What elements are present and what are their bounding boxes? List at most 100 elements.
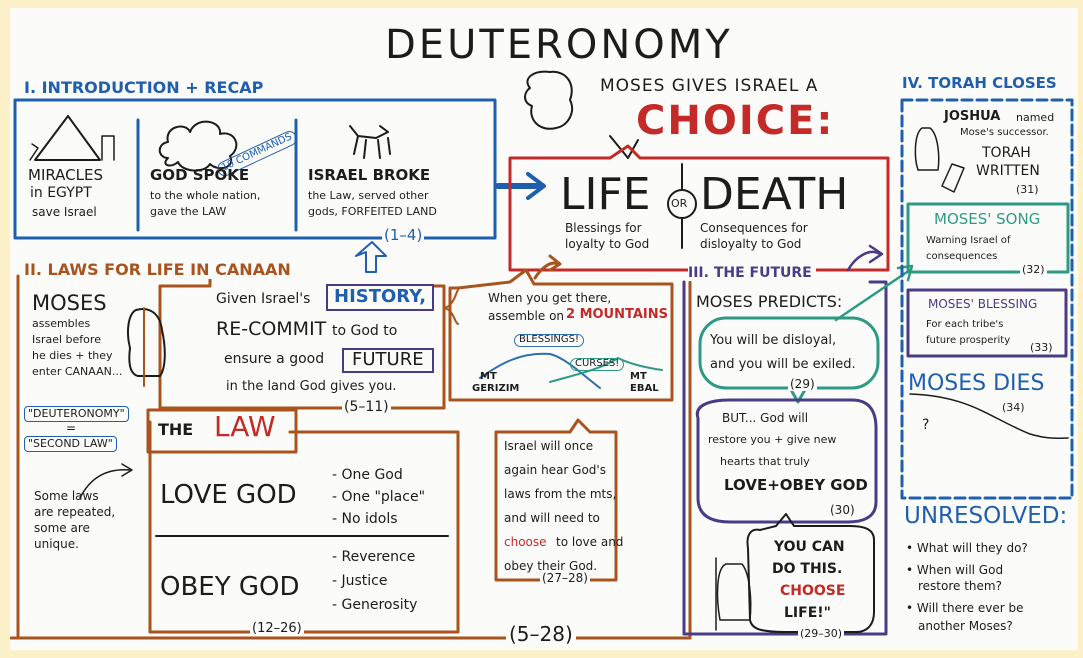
moses-label: MOSES	[32, 291, 107, 315]
the-label: THE	[158, 420, 194, 439]
choose-word: choose	[504, 535, 547, 549]
israel-will-3: laws from the mts,	[504, 487, 617, 501]
israel-will-2: again hear God's	[504, 463, 606, 477]
obey-label: obey their God.	[504, 559, 598, 573]
love-item-1: - One God	[332, 467, 403, 483]
some-laws-4: unique.	[34, 537, 79, 551]
ref-5-28: (5–28)	[506, 624, 576, 645]
to-love-label: to love and	[556, 535, 624, 549]
unresolved-q2a: • When will God	[906, 563, 1004, 577]
question-mark: ?	[922, 417, 930, 433]
history-label: HISTORY,	[326, 284, 435, 311]
restore-bubble	[695, 398, 878, 524]
ref-30: (30)	[830, 503, 855, 517]
unresolved-q3b: another Moses?	[918, 619, 1013, 633]
when-label: When you get there,	[488, 291, 612, 305]
israel-broke-title: ISRAEL BROKE	[308, 166, 431, 184]
love-obey-label: LOVE+OBEY GOD	[724, 476, 868, 494]
torah-closes-heading: IV. TORAH CLOSES	[902, 74, 1057, 92]
choice-box	[508, 144, 890, 272]
page-title: DEUTERONOMY	[385, 22, 733, 68]
life-sub-1: Blessings for	[565, 221, 642, 235]
ref-5-11: (5–11)	[342, 399, 391, 415]
written-label: WRITTEN	[976, 163, 1040, 179]
unresolved-heading: UNRESOLVED:	[904, 503, 1068, 529]
laws-box	[10, 274, 692, 640]
some-laws-2: are repeated,	[34, 505, 116, 519]
some-laws-1: Some laws	[34, 489, 99, 503]
equals-sign: =	[66, 421, 77, 435]
god-spoke-sub1: to the whole nation,	[150, 189, 261, 202]
love-item-3: - No idols	[332, 511, 398, 527]
unresolved-q3a: • Will there ever be	[906, 601, 1024, 615]
second-law-quote: "SECOND LAW"	[24, 436, 117, 452]
israel-broke-sub1: the Law, served other	[308, 189, 429, 202]
ebal-name: EBAL	[630, 383, 659, 394]
unresolved-q1: • What will they do?	[906, 541, 1028, 555]
in-land-label: in the land God gives you.	[226, 379, 397, 394]
ref-34: (34)	[1002, 401, 1025, 414]
future-label: FUTURE	[342, 348, 434, 373]
israel-will-4: and will need to	[504, 511, 600, 525]
predicts-label: MOSES PREDICTS:	[696, 292, 843, 311]
obey-god-label: OBEY GOD	[160, 572, 300, 602]
but-3: hearts that truly	[720, 455, 810, 468]
moses-gives-label: MOSES GIVES ISRAEL A	[600, 76, 819, 96]
named-label: named	[1016, 111, 1055, 124]
gerizim-mt: MT	[480, 371, 497, 382]
ref-33: (33)	[1028, 341, 1055, 354]
assemble-label: assemble on	[488, 309, 565, 323]
moses-sub-2: Israel before	[32, 333, 101, 346]
unresolved-q2b: restore them?	[918, 579, 1002, 593]
ref-12-26: (12–26)	[250, 621, 304, 636]
death-sub-1: Consequences for	[700, 221, 808, 235]
moses-figure-small	[716, 563, 752, 621]
future-heading: III. THE FUTURE	[688, 266, 816, 281]
death-curve	[909, 393, 1069, 440]
future-box	[682, 280, 888, 636]
history-up-arrow	[355, 241, 387, 273]
golden-calf-icon	[349, 125, 391, 159]
love-god-label: LOVE GOD	[160, 480, 297, 510]
disloyal-2: and you will be exiled.	[710, 357, 856, 372]
law-label: LAW	[214, 410, 276, 443]
whiteboard: DEUTERONOMY I. INTRODUCTION + RECAP MIRA…	[10, 8, 1078, 650]
ref-31: (31)	[1016, 183, 1039, 196]
israel-will-1: Israel will once	[504, 439, 594, 453]
god-spoke-title: GOD SPOKE	[150, 166, 250, 184]
ensure-label: ensure a good	[224, 351, 325, 367]
joshua-figure	[914, 127, 940, 171]
israel-broke-sub2: gods, FORFEITED LAND	[308, 205, 437, 218]
death-label: DEATH	[700, 169, 849, 220]
blessing-label: MOSES' BLESSING	[928, 297, 1038, 311]
moses-sub-1: assembles	[32, 317, 91, 330]
disloyal-1: You will be disloyal,	[710, 333, 837, 348]
you-can-1: YOU CAN	[774, 539, 845, 555]
ref-32: (32)	[1020, 263, 1047, 276]
successor-label: Mose's successor.	[960, 127, 1049, 138]
song-sub-2: consequences	[926, 251, 998, 262]
blessing-box	[906, 288, 1068, 358]
cloud-icon	[158, 120, 238, 172]
obey-item-2: - Justice	[332, 573, 388, 589]
pyramid-icon	[34, 115, 101, 161]
moses-sub-3: he dies + they	[32, 349, 113, 362]
choose-life-1: CHOOSE	[780, 583, 846, 599]
life-label: LIFE	[560, 169, 651, 220]
moses-head-icon	[524, 70, 574, 130]
deuteronomy-quote: "DEUTERONOMY"	[24, 406, 129, 422]
choose-life-2: LIFE!"	[784, 605, 831, 621]
death-sub-2: disloyalty to God	[700, 237, 802, 251]
law-title-box	[146, 408, 298, 454]
gerizim-name: GERIZIM	[472, 383, 520, 394]
blessing-sub-1: For each tribe's	[926, 319, 1004, 330]
or-label: OR	[671, 197, 688, 210]
song-box	[906, 202, 1070, 274]
torah-label: TORAH	[982, 145, 1031, 161]
some-laws-3: some are	[34, 521, 90, 535]
ref-29-30: (29–30)	[798, 627, 845, 640]
ref-27-28: (27–28)	[540, 571, 590, 585]
intro-ref: (1–4)	[382, 226, 425, 244]
israel-will-box	[494, 418, 618, 582]
law-box	[148, 420, 460, 634]
